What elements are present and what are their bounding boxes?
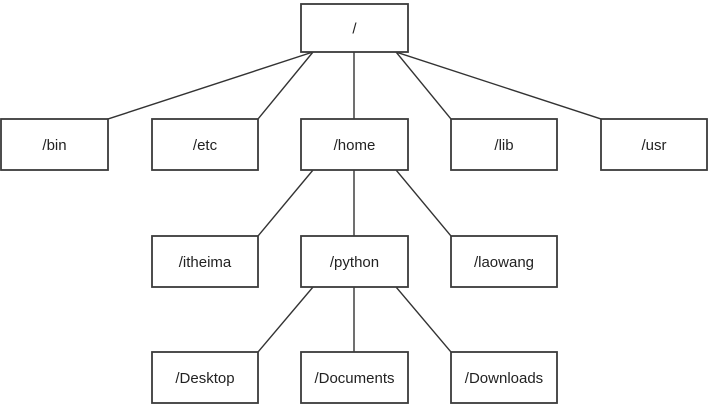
tree-edge-home-to-itheima [257,169,314,237]
node-label-usr: /usr [641,137,666,154]
node-label-root: / [352,21,357,38]
tree-edge-root-to-bin [107,51,314,120]
node-label-etc: /etc [193,137,218,154]
tree-node-python[interactable]: /python [300,235,409,288]
nodes-layer: / /bin/etc/home/lib/usr/itheima/python/la… [0,3,708,404]
node-label-documents: /Documents [314,370,394,387]
tree-edge-home-to-laowang [395,169,452,237]
tree-node-laowang[interactable]: /laowang [450,235,558,288]
tree-edge-root-to-lib [395,51,452,120]
node-label-itheima: /itheima [179,254,232,271]
tree-edge-root-to-etc [257,51,314,120]
tree-node-lib[interactable]: /lib [450,118,558,171]
node-label-python: /python [330,254,379,271]
edges-layer [107,51,602,353]
node-box-bin[interactable] [0,118,109,171]
node-box-desktop[interactable] [151,351,259,404]
tree-node-documents[interactable]: /Documents [300,351,409,404]
tree-edge-python-to-desktop [257,286,314,353]
node-label-bin: /bin [42,137,66,154]
node-box-home[interactable] [300,118,409,171]
node-box-downloads[interactable] [450,351,558,404]
tree-node-downloads[interactable]: /Downloads [450,351,558,404]
tree-node-home[interactable]: /home [300,118,409,171]
tree-node-root[interactable]: / [300,3,409,53]
node-label-lib: /lib [494,137,513,154]
node-label-home: /home [334,137,376,154]
node-label-desktop: /Desktop [175,370,234,387]
tree-node-itheima[interactable]: /itheima [151,235,259,288]
node-box-etc[interactable] [151,118,259,171]
node-box-python[interactable] [300,235,409,288]
tree-node-desktop[interactable]: /Desktop [151,351,259,404]
tree-node-etc[interactable]: /etc [151,118,259,171]
tree-edge-root-to-usr [395,51,602,120]
node-box-root[interactable] [300,3,409,53]
node-label-laowang: /laowang [474,254,534,271]
tree-node-bin[interactable]: /bin [0,118,109,171]
node-box-documents[interactable] [300,351,409,404]
node-box-usr[interactable] [600,118,708,171]
node-box-laowang[interactable] [450,235,558,288]
node-box-lib[interactable] [450,118,558,171]
tree-node-usr[interactable]: /usr [600,118,708,171]
tree-edge-python-to-downloads [395,286,452,353]
node-label-downloads: /Downloads [465,370,543,387]
node-box-itheima[interactable] [151,235,259,288]
